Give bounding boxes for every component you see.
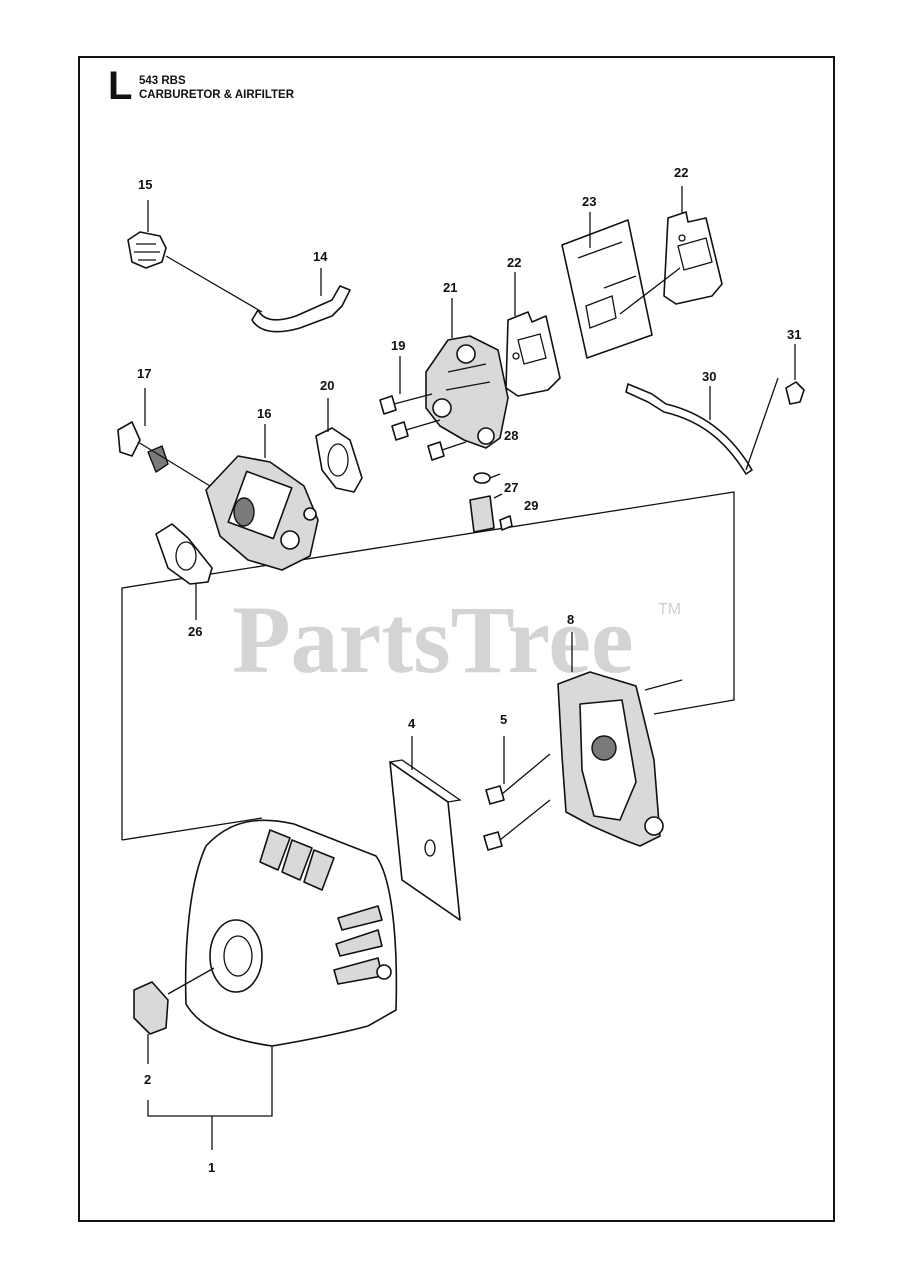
callout-30: 30: [702, 369, 716, 384]
callout-26: 26: [188, 624, 202, 639]
throttle-cable: [625, 377, 779, 475]
fuel-fittings: [469, 472, 513, 533]
callout-8: 8: [567, 612, 574, 627]
callout-23: 23: [582, 194, 596, 209]
callout-22-lower: 22: [507, 255, 521, 270]
intake-adapter: [425, 298, 509, 449]
callout-5: 5: [500, 712, 507, 727]
gasket-lower: [505, 272, 561, 397]
model-name: 543 RBS: [139, 75, 186, 87]
callout-20: 20: [320, 378, 334, 393]
callout-14: 14: [313, 249, 328, 264]
callout-19: 19: [391, 338, 405, 353]
gasket-plate: [561, 212, 653, 359]
callout-16: 16: [257, 406, 271, 421]
section-letter: L: [108, 64, 133, 108]
cover-knob: [133, 967, 215, 1064]
callout-1: 1: [208, 1160, 215, 1175]
watermark-text: PartsTree: [232, 586, 634, 693]
assembly-outline: [121, 491, 735, 841]
cable-nut: [785, 344, 805, 405]
carburetor-gasket: [315, 398, 363, 493]
diagram-frame: [78, 56, 835, 1222]
assembly-bracket: [147, 1046, 273, 1150]
carburetor-lower-gasket: [155, 523, 213, 620]
air-filter: [388, 736, 462, 921]
fuel-hose: [165, 255, 351, 333]
callout-29: 29: [524, 498, 538, 513]
callout-27: 27: [504, 480, 518, 495]
callout-31: 31: [787, 327, 801, 342]
section-title: CARBURETOR & AIRFILTER: [139, 89, 295, 101]
callout-28: 28: [504, 428, 518, 443]
primer-bulb: [127, 200, 167, 269]
air-filter-holder: [557, 632, 664, 847]
carburetor-screws: [379, 356, 467, 461]
carburetor: [205, 424, 319, 571]
air-filter-screws: [483, 736, 551, 851]
callout-15: 15: [138, 177, 152, 192]
callout-17: 17: [137, 366, 151, 381]
callout-22-upper: 22: [674, 165, 688, 180]
choke-lever: [117, 388, 211, 487]
callout-21: 21: [443, 280, 457, 295]
gasket-upper: [619, 186, 723, 315]
callout-4: 4: [408, 716, 416, 731]
air-filter-cover: [184, 819, 398, 1047]
callout-2: 2: [144, 1072, 151, 1087]
watermark-trademark: TM: [658, 601, 681, 618]
